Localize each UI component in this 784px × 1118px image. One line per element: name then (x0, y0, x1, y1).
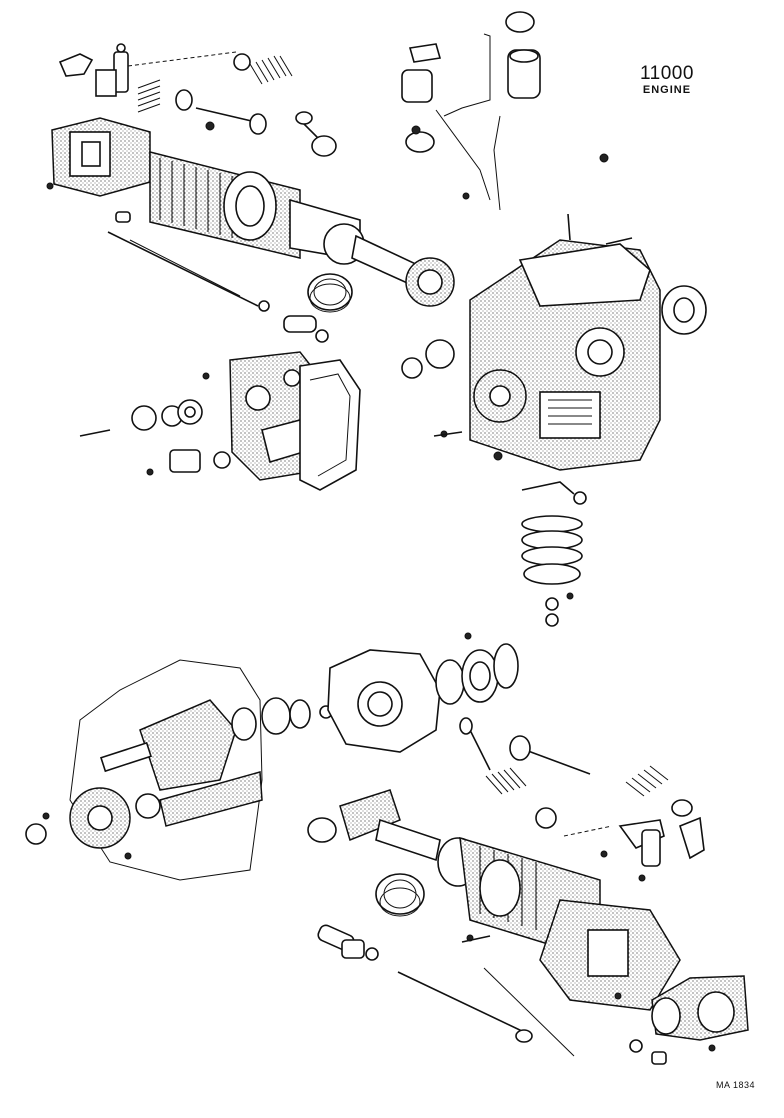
oil-pipe (521, 481, 587, 505)
assembly-guide-line-lower (563, 825, 613, 837)
piston-pin (283, 315, 329, 343)
engine-label: ENGINE (642, 84, 692, 96)
crankcase-oil-seal (661, 285, 707, 335)
connecting-rod-lower (307, 789, 441, 862)
oil-pump-housing (229, 351, 323, 481)
valve-spring-upper (233, 53, 337, 157)
rocker-cover-lower (629, 975, 749, 1065)
crankshaft (100, 697, 333, 791)
rocker-arm-lower (618, 816, 705, 867)
crankcase (469, 239, 661, 471)
assembly-guide-line (127, 51, 237, 67)
connecting-rod-upper (323, 223, 455, 307)
rocker-arm-assembly (58, 43, 129, 97)
pushrod-lower (397, 967, 575, 1057)
oil-strainer (521, 515, 583, 627)
cylinder-head-upper (51, 117, 151, 197)
timing-cover-gasket (299, 359, 361, 491)
valve-spring (137, 79, 193, 113)
intake-valve (195, 107, 267, 135)
drawing-reference: MA 1834 (716, 1080, 756, 1090)
oil-filler-cap (505, 11, 541, 99)
breather-assembly (401, 33, 501, 211)
diagram-title: 11000 ENGINE (640, 63, 694, 97)
pushrod-upper (107, 211, 270, 312)
flywheel-housing (327, 649, 441, 753)
camshaft-gear (25, 787, 131, 849)
piston-rings-upper (307, 273, 353, 313)
oil-seal-group (79, 399, 231, 473)
engine-number-label: 11000 (640, 63, 694, 84)
timing-gear-crankcase (401, 339, 527, 423)
camshaft (135, 771, 263, 827)
main-bearing-lower (435, 643, 519, 705)
piston-rings-lower (375, 873, 425, 917)
cylinder-head-lower (539, 899, 681, 1011)
piston-pin-lower (317, 924, 379, 961)
cylinder-barrel-upper (149, 151, 361, 261)
fasteners (42, 121, 716, 1052)
valve-train-lower (459, 717, 693, 829)
